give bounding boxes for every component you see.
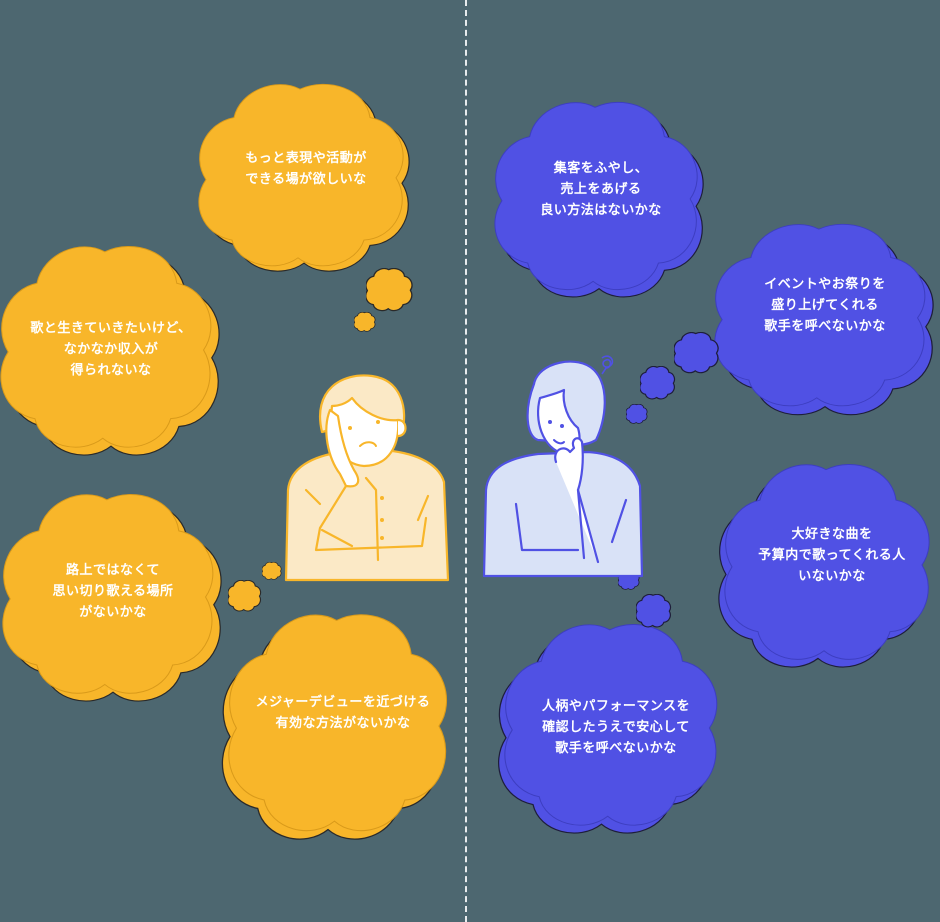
thought-bubble-musician-4: メジャーデビューを近づける 有効な方法がないかな: [221, 612, 456, 840]
thought-bubble-musician-1: もっと表現や活動が できる場が欲しいな: [198, 82, 412, 272]
thought-line: いないかな: [798, 569, 866, 584]
thought-line: 得られないな: [70, 363, 152, 378]
thought-text: 路上ではなくて 思い切り歌える場所 がないかな: [4, 560, 222, 623]
thought-dot-icon: [228, 580, 262, 612]
thought-dot-icon: [262, 562, 282, 580]
thinking-woman-icon: [482, 355, 644, 578]
thought-dot-icon: [636, 594, 672, 628]
thought-line: がないかな: [79, 605, 147, 620]
thought-text: 大好きな曲を 予算内で歌ってくれる人 いないかな: [726, 524, 938, 587]
thought-line: 盛り上げてくれる: [771, 298, 879, 313]
thought-line: できる場が欲しいな: [245, 172, 367, 187]
thought-line: メジャーデビューを近づける: [255, 695, 431, 710]
thought-text: 人柄やパフォーマンスを 確認したうえで安心して 歌手を呼べないかな: [506, 696, 726, 759]
thought-line: もっと表現や活動が: [245, 151, 367, 166]
thought-text: 集客をふやし、 売上をあげる 良い方法はないかな: [496, 158, 706, 221]
thinking-man-icon: [284, 374, 450, 582]
thought-text: もっと表現や活動が できる場が欲しいな: [200, 148, 412, 190]
thought-bubble-musician-2: 歌と生きていきたいけど、 なかなか収入が 得られないな: [0, 244, 220, 456]
thought-dot-icon: [674, 332, 719, 374]
thought-bubble-organizer-3: 大好きな曲を 予算内で歌ってくれる人 いないかな: [718, 462, 938, 668]
thought-line: 思い切り歌える場所: [52, 584, 174, 599]
thought-bubble-musician-3: 路上ではなくて 思い切り歌える場所 がないかな: [2, 492, 222, 702]
thought-line: 集客をふやし、: [553, 161, 649, 176]
thought-text: メジャーデビューを近づける 有効な方法がないかな: [230, 692, 456, 734]
thought-line: 歌手を呼べないかな: [764, 319, 886, 334]
thought-dot-icon: [366, 268, 413, 312]
thought-dot-icon: [354, 312, 376, 332]
thought-text: 歌と生きていきたいけど、 なかなか収入が 得られないな: [2, 318, 220, 381]
thought-bubble-organizer-1: 集客をふやし、 売上をあげる 良い方法はないかな: [494, 100, 706, 298]
center-divider: [465, 0, 467, 922]
thought-line: 路上ではなくて: [65, 563, 161, 578]
thought-line: なかなか収入が: [63, 342, 159, 357]
thought-line: 良い方法はないかな: [540, 203, 662, 218]
thought-text: イベントやお祭りを 盛り上げてくれる 歌手を呼べないかな: [716, 274, 934, 337]
thought-bubble-organizer-4: 人柄やパフォーマンスを 確認したうえで安心して 歌手を呼べないかな: [497, 622, 726, 834]
confused-scribble-icon: [601, 355, 614, 375]
thought-line: 歌手を呼べないかな: [555, 741, 677, 756]
thought-bubble-organizer-2: イベントやお祭りを 盛り上げてくれる 歌手を呼べないかな: [714, 222, 934, 416]
thought-line: 有効な方法がないかな: [275, 716, 411, 731]
thought-line: 確認したうえで安心して: [542, 720, 690, 735]
thought-line: 売上をあげる: [560, 182, 642, 197]
thought-line: 大好きな曲を: [791, 527, 873, 542]
thought-line: 歌と生きていきたいけど、: [30, 321, 192, 336]
thought-line: 予算内で歌ってくれる人: [758, 548, 906, 563]
thought-line: イベントやお祭りを: [764, 277, 886, 292]
thought-line: 人柄やパフォーマンスを: [541, 699, 691, 714]
